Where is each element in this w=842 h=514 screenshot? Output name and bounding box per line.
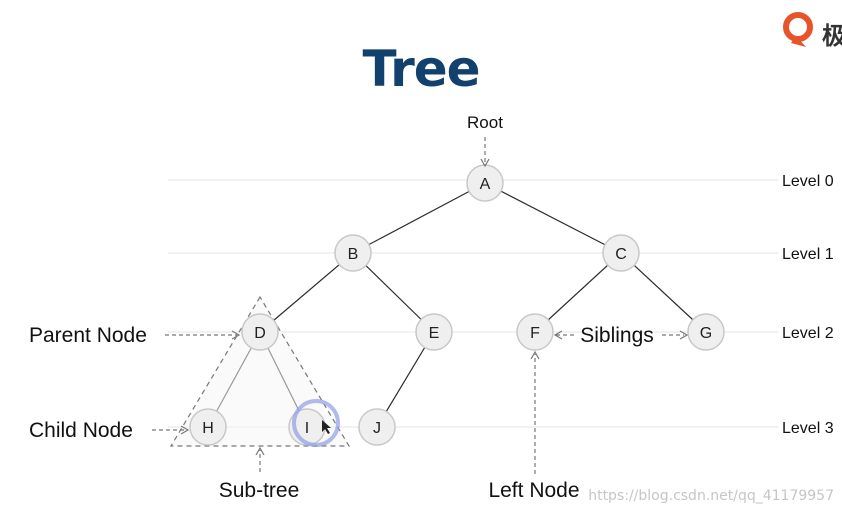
node-label: B xyxy=(348,246,359,263)
node-label: A xyxy=(480,176,491,193)
slide-title: Tree xyxy=(362,40,480,98)
tree-node-f: F xyxy=(516,313,554,351)
node-circle xyxy=(687,313,725,351)
node-circle xyxy=(415,313,453,351)
siblings-arrow-right xyxy=(679,330,689,340)
root-label: Root xyxy=(467,113,503,132)
node-label: H xyxy=(202,420,214,437)
logo-glyph: 极 xyxy=(822,22,842,50)
node-circle xyxy=(602,234,640,272)
node-circle xyxy=(334,234,372,272)
tree-node-e: E xyxy=(415,313,453,351)
tree-node-j: J xyxy=(358,408,396,446)
siblings-arrow-left xyxy=(553,330,563,340)
edge-B-E xyxy=(352,252,435,333)
watermark: https://blog.csdn.net/qq_41179957 xyxy=(588,488,834,504)
node-label: F xyxy=(530,325,540,342)
node-label: C xyxy=(615,246,627,263)
edge-C-G xyxy=(620,252,707,333)
node-label: G xyxy=(700,325,712,342)
node-label: J xyxy=(373,420,381,437)
node-circle xyxy=(358,408,396,446)
edge-C-F xyxy=(534,252,622,333)
node-label: E xyxy=(429,325,440,342)
tree-node-h: H xyxy=(189,408,227,446)
level-label-1: Level 1 xyxy=(782,246,834,263)
cursor-highlight xyxy=(292,399,340,447)
tree-node-b: B xyxy=(334,234,372,272)
child-node-label: Child Node xyxy=(29,419,133,442)
left-node-label: Left Node xyxy=(488,479,579,502)
q-logo-icon xyxy=(783,12,813,47)
level-label-3: Level 3 xyxy=(782,420,834,437)
node-circle xyxy=(516,313,554,351)
tree-node-c: C xyxy=(602,234,640,272)
tree-node-d: D xyxy=(241,313,279,351)
tree-node-g: G xyxy=(687,313,725,351)
level-label-0: Level 0 xyxy=(782,173,834,190)
node-circle xyxy=(189,408,227,446)
sub-tree-label: Sub-tree xyxy=(219,479,300,502)
level-label-2: Level 2 xyxy=(782,325,834,342)
node-circle xyxy=(241,313,279,351)
parent-node-label: Parent Node xyxy=(29,324,147,347)
tree-node-a: A xyxy=(466,164,504,202)
edge-A-B xyxy=(352,182,486,254)
node-label: D xyxy=(254,325,266,342)
edge-A-C xyxy=(484,182,622,254)
node-label: I xyxy=(305,420,309,437)
edge-B-D xyxy=(259,252,354,333)
siblings-label: Siblings xyxy=(580,324,654,347)
